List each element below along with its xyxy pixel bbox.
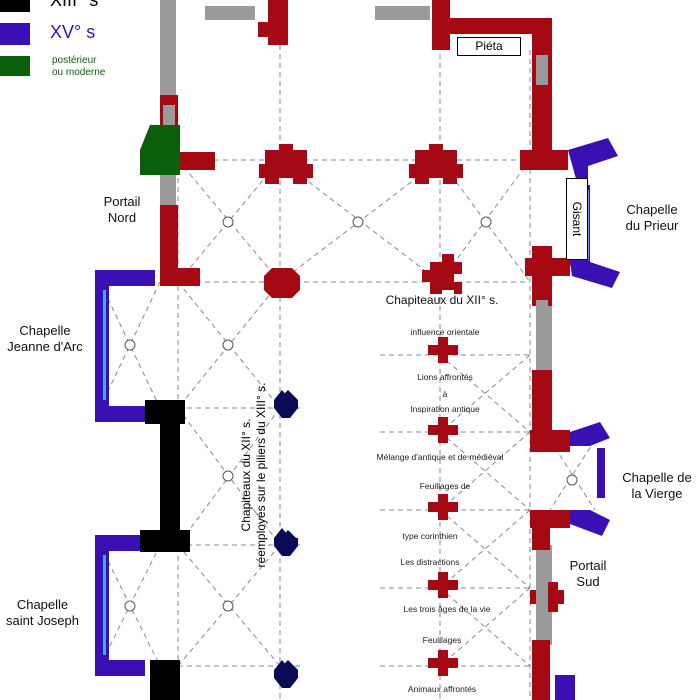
thirteenth-century-walls [140,400,190,700]
thirteenth-century-piers [274,390,298,688]
label-gisant-text: Gisant [570,201,584,237]
romanesque-walls [160,0,570,700]
capital-label: Lions affrontés [417,372,473,382]
legend-swatch-13th [0,0,30,12]
legend-label-13th: XIII° s [50,0,99,10]
capital-label: Les trois âges de la vie [403,604,491,614]
label-chapelle-prieur: Chapelle du Prieur [625,202,679,233]
modern-buttress [140,125,180,175]
capital-label: Animaux affrontés [407,684,477,694]
label-chapelle-vierge: Chapelle de la Vierge [622,470,692,501]
label-portail-sud: Portail Sud [569,558,607,589]
label-chapelle-jeanne: Chapelle Jeanne d'Arc [7,323,83,354]
label-chapiteaux-title: Chapiteaux du XII° s. [385,293,499,307]
capital-label: Les distractions [400,557,460,567]
legend-swatch-15th [0,23,30,45]
capital-label: Feuillages de [419,481,471,491]
capital-label: type corinthien [402,531,458,541]
label-gisant: Gisant [566,178,588,260]
capital-label: influence orientale [410,327,480,337]
label-chapiteaux-reemployes: Chapiteaux du XII° s. réemployés sur le … [239,382,268,568]
capital-label: Mélange d'antique et de médiéval [376,452,504,462]
keystone-circles [124,216,578,612]
legend-label-modern: postérieur ou moderne [52,55,106,78]
capital-label: à [442,389,448,399]
capital-label: Feuillages [422,635,462,645]
wall-openings [163,55,548,640]
capital-label: Inspiration antique [410,404,480,414]
legend-swatch-modern [0,56,30,76]
legend-label-15th: XV° s [50,22,96,42]
label-pieta: Piéta [457,37,521,56]
label-portail-nord: Portail Nord [103,194,141,225]
gray-walls [160,0,552,645]
label-chapelle-joseph: Chapelle saint Joseph [6,597,79,628]
